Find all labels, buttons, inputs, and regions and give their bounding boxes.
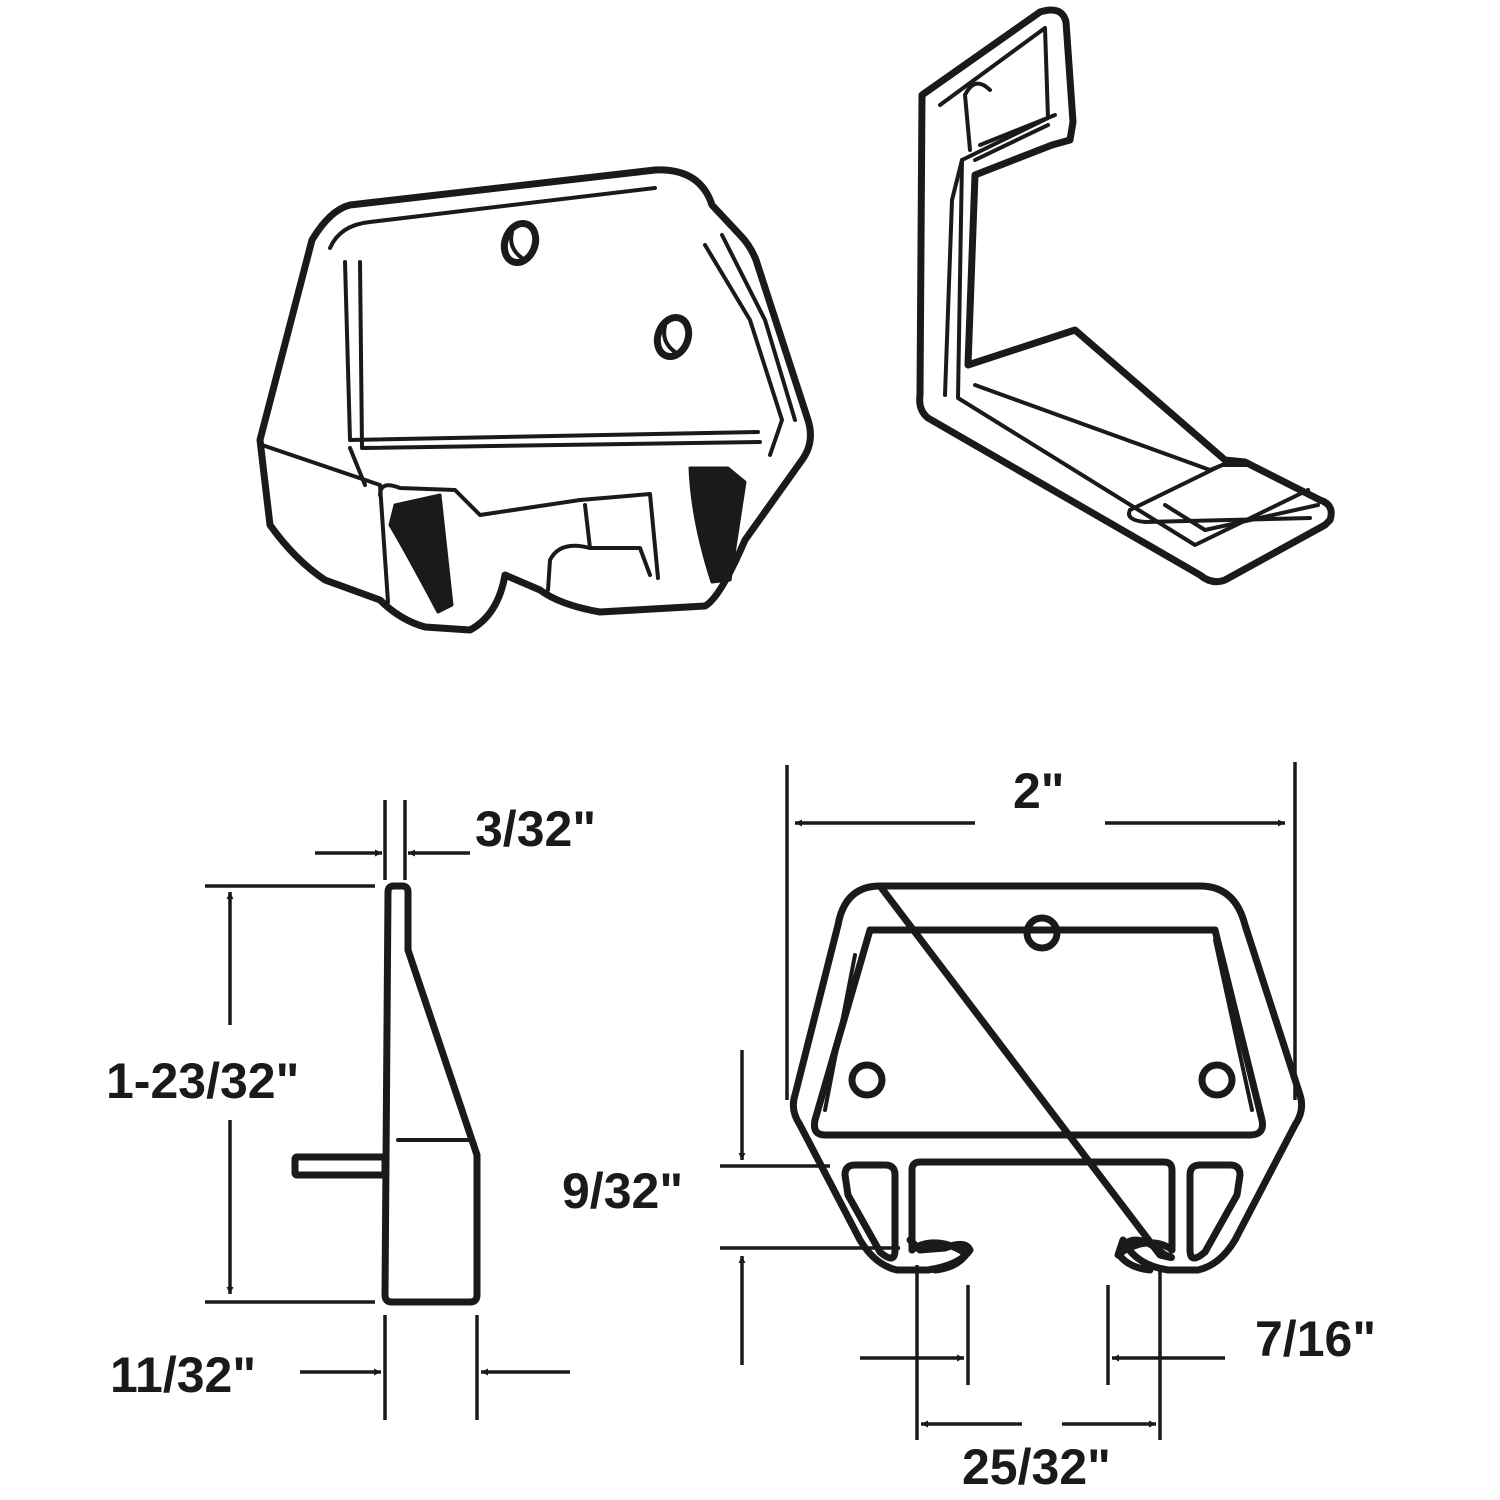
dim-label-lip-width: 7/16" — [1255, 1311, 1376, 1367]
dim-label-track-opening: 25/32" — [962, 1439, 1111, 1495]
angle-bracket-perspective-view — [916, 6, 1335, 586]
dim-label-lip-height: 9/32" — [562, 1163, 683, 1219]
dim-label-tab-thickness: 3/32" — [475, 801, 596, 857]
side-profile-view — [205, 800, 570, 1420]
dim-label-depth: 11/32" — [110, 1347, 256, 1403]
front-profile-view — [720, 762, 1306, 1440]
dim-label-overall-width: 2" — [1013, 763, 1065, 819]
track-guide-perspective-view — [256, 166, 814, 634]
dim-label-height: 1-23/32" — [106, 1053, 299, 1109]
